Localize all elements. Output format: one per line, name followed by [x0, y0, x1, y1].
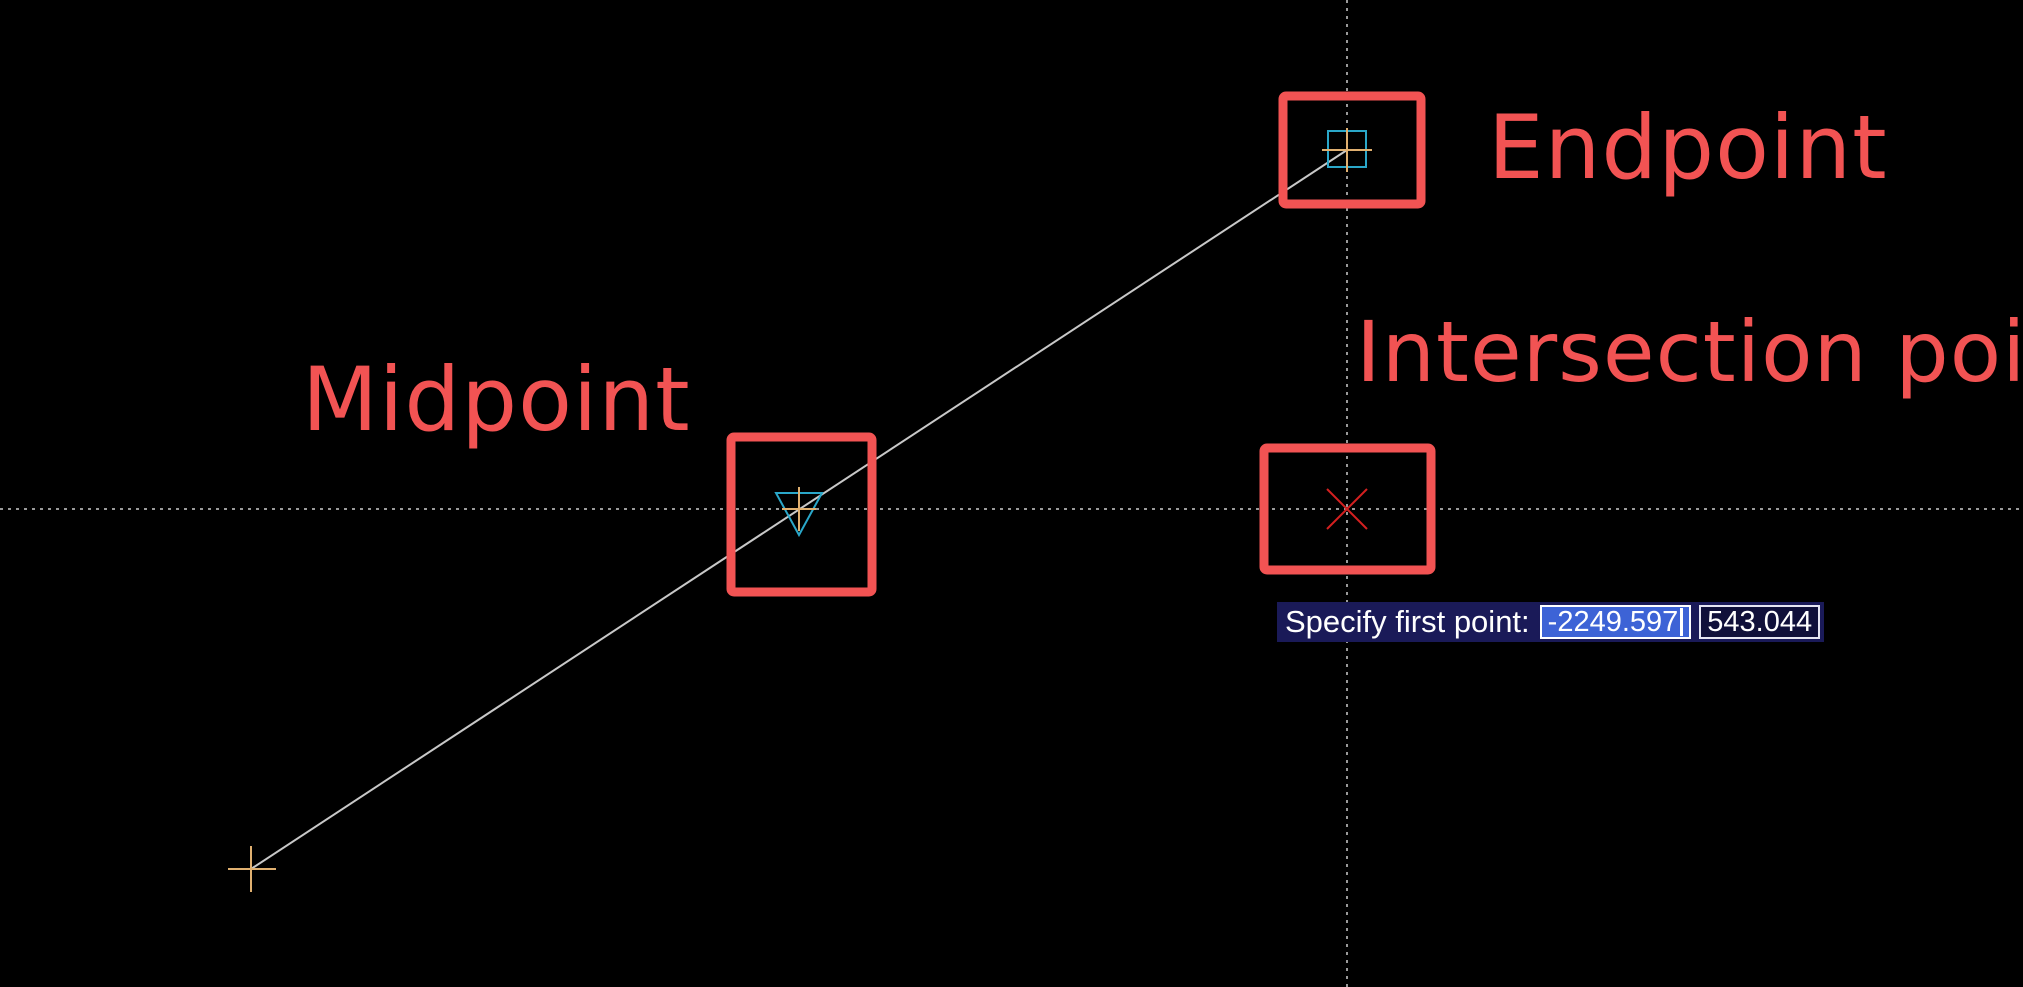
dynamic-input-prompt: Specify first point: -2249.597 543.044 [1277, 602, 1825, 642]
square-snap-icon [1322, 128, 1372, 172]
triangle-snap-icon [774, 487, 824, 538]
endpoint-annotation-label: Endpoint [1488, 96, 1888, 199]
y-coordinate-input[interactable]: 543.044 [1699, 605, 1821, 639]
y-coordinate-value: 543.044 [1707, 605, 1813, 638]
x-snap-icon [1326, 488, 1368, 530]
midpoint-annotation-label: Midpoint [302, 348, 691, 451]
start-point-marker [228, 846, 276, 892]
midpoint-highlight-box [726, 432, 877, 597]
intersection-highlight-box [1259, 443, 1436, 575]
x-coordinate-value: -2249.597 [1547, 605, 1679, 638]
text-caret [1680, 608, 1684, 636]
endpoint-highlight-box [1278, 91, 1426, 209]
prompt-label: Specify first point: [1285, 604, 1530, 639]
intersection-annotation-label: Intersection point [1356, 303, 2023, 401]
x-coordinate-input[interactable]: -2249.597 [1539, 605, 1692, 639]
